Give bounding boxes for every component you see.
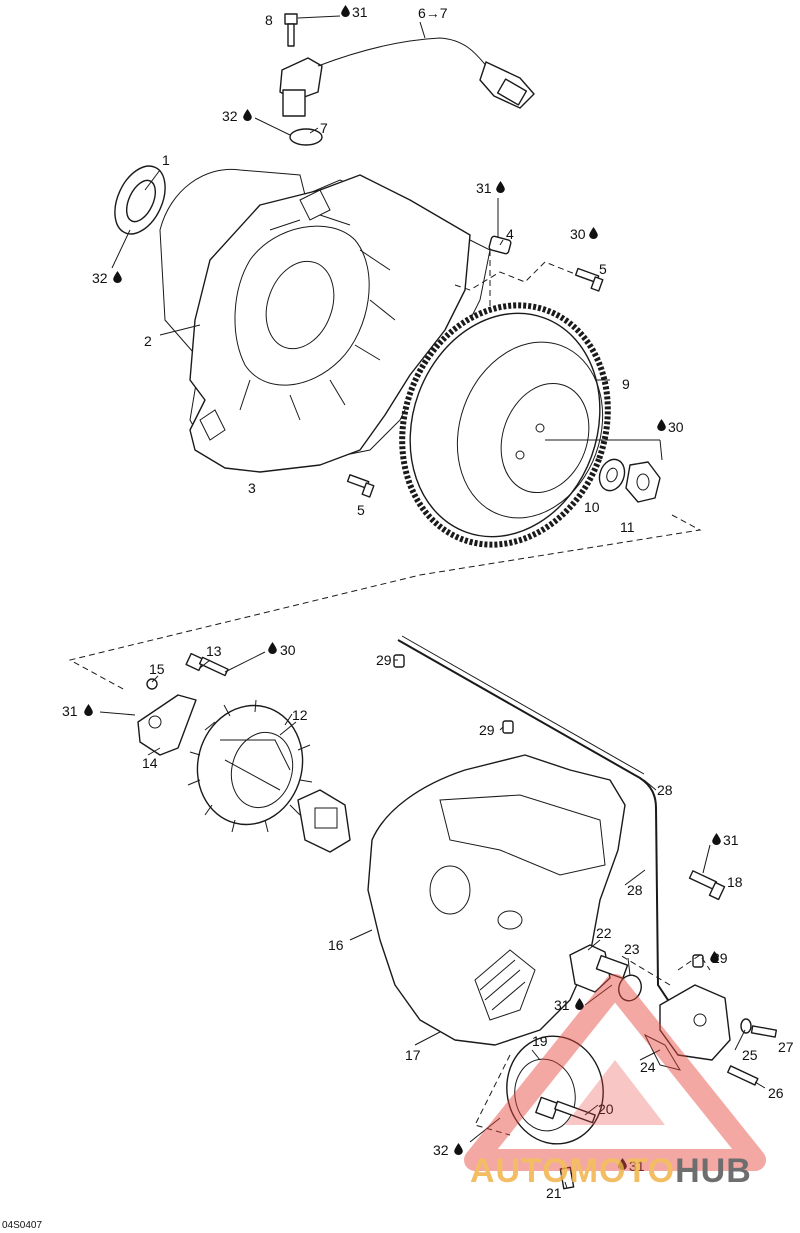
svg-text:AUTOMOTOHUB: AUTOMOTOHUB [470,1152,752,1190]
callout-20: 20 [598,1101,614,1117]
ring-gear-flywheel-9 [399,302,611,548]
callout-14: 14 [142,755,158,771]
callout-31: 31 [62,703,78,719]
callout-30: 30 [570,226,586,242]
callout-31: 31 [723,832,739,848]
callout-9: 9 [622,376,630,392]
callout-8: 8 [265,12,273,28]
rod-28 [397,639,701,1011]
drop-icon [243,109,252,121]
magneto-cover-16 [367,754,626,1046]
watermark-logo: AUTOMOTOHUB [464,974,766,1190]
callout-13: 13 [206,643,222,659]
drop-icon [113,271,122,283]
callout-17: 17 [405,1047,421,1063]
callout-11: 11 [620,519,635,535]
triangle-logo-icon [464,974,766,1171]
watermark-part3: HUB [675,1152,752,1190]
screw-18 [688,870,726,901]
clip-29-b [502,720,514,734]
actuator-24 [643,984,731,1071]
callout-32: 32 [222,108,238,124]
callout-5: 5 [599,261,607,277]
stator-12 [187,699,313,833]
screw-5-upper [574,267,604,292]
callout-31: 31 [554,997,570,1013]
drop-icon [712,833,721,845]
upper-callouts: 8 31 6→7 32 7 1 31 4 30 5 32 2 9 30 3 5 … [92,4,684,535]
callout-27: 27 [778,1039,794,1055]
drop-icon [589,227,598,239]
nut-11 [625,461,661,503]
screw-26 [727,1065,759,1086]
callout-2: 2 [144,333,152,349]
callout-31: 31 [629,1158,645,1174]
callout-29: 29 [376,652,392,668]
callout-24: 24 [640,1059,656,1075]
callout-30: 30 [668,419,684,435]
drop-icon [496,181,505,193]
fitting-20 [535,1096,596,1124]
callout-32: 32 [92,270,108,286]
o-ring-7 [289,128,323,146]
callout-10: 10 [584,499,600,515]
screw-5-lower [346,474,375,498]
callout-31: 31 [352,4,368,20]
callout-32: 32 [433,1142,449,1158]
callout-5: 5 [357,502,365,518]
callout-12: 12 [292,707,308,723]
clip-29-a [393,654,405,668]
drawing-code: 04S0407 [2,1220,42,1231]
callout-26: 26 [768,1085,784,1101]
callout-4: 4 [506,226,514,242]
callout-19: 19 [532,1033,548,1049]
callout-3: 3 [248,480,256,496]
callout-1: 1 [162,152,170,168]
magneto-housing-3 [189,174,471,473]
callout-7: 7 [320,120,328,136]
screw-21 [559,1166,575,1190]
ring-23 [618,974,642,1002]
stator-connector [297,789,351,853]
washer-25 [740,1018,752,1034]
callout-29: 29 [712,950,728,966]
screw-13 [185,652,229,677]
speed-sensor [279,37,535,117]
drop-icon [657,419,666,431]
callout-23: 23 [624,941,640,957]
callout-25: 25 [742,1047,758,1063]
screw-8 [284,13,298,47]
callout-18: 18 [727,874,743,890]
screw-27 [750,1025,778,1038]
watermark-part1: AUTO [470,1152,570,1190]
callout-15: 15 [149,661,165,677]
drop-icon [268,642,277,654]
callout-28: 28 [657,782,673,798]
callout-6-7: 6→7 [418,5,448,21]
callout-30: 30 [280,642,296,658]
upper-leader-lines [68,15,702,691]
drop-icon [341,5,350,17]
callout-16: 16 [328,937,344,953]
shaft-22 [569,944,629,993]
drop-icon [454,1143,463,1155]
callout-22: 22 [596,925,612,941]
washer-10 [598,458,626,492]
bracket-14 [137,678,197,756]
lower-callouts: 13 30 29 15 31 12 14 29 28 31 18 28 16 2… [62,642,794,1201]
seal-1 [114,165,166,235]
drop-icon [84,704,93,716]
callout-28: 28 [627,882,643,898]
callout-31: 31 [476,180,492,196]
watermark-part2: MOTO [570,1152,675,1190]
callout-29: 29 [479,722,495,738]
lower-leader-lines [99,651,766,1189]
callout-21: 21 [546,1185,562,1201]
